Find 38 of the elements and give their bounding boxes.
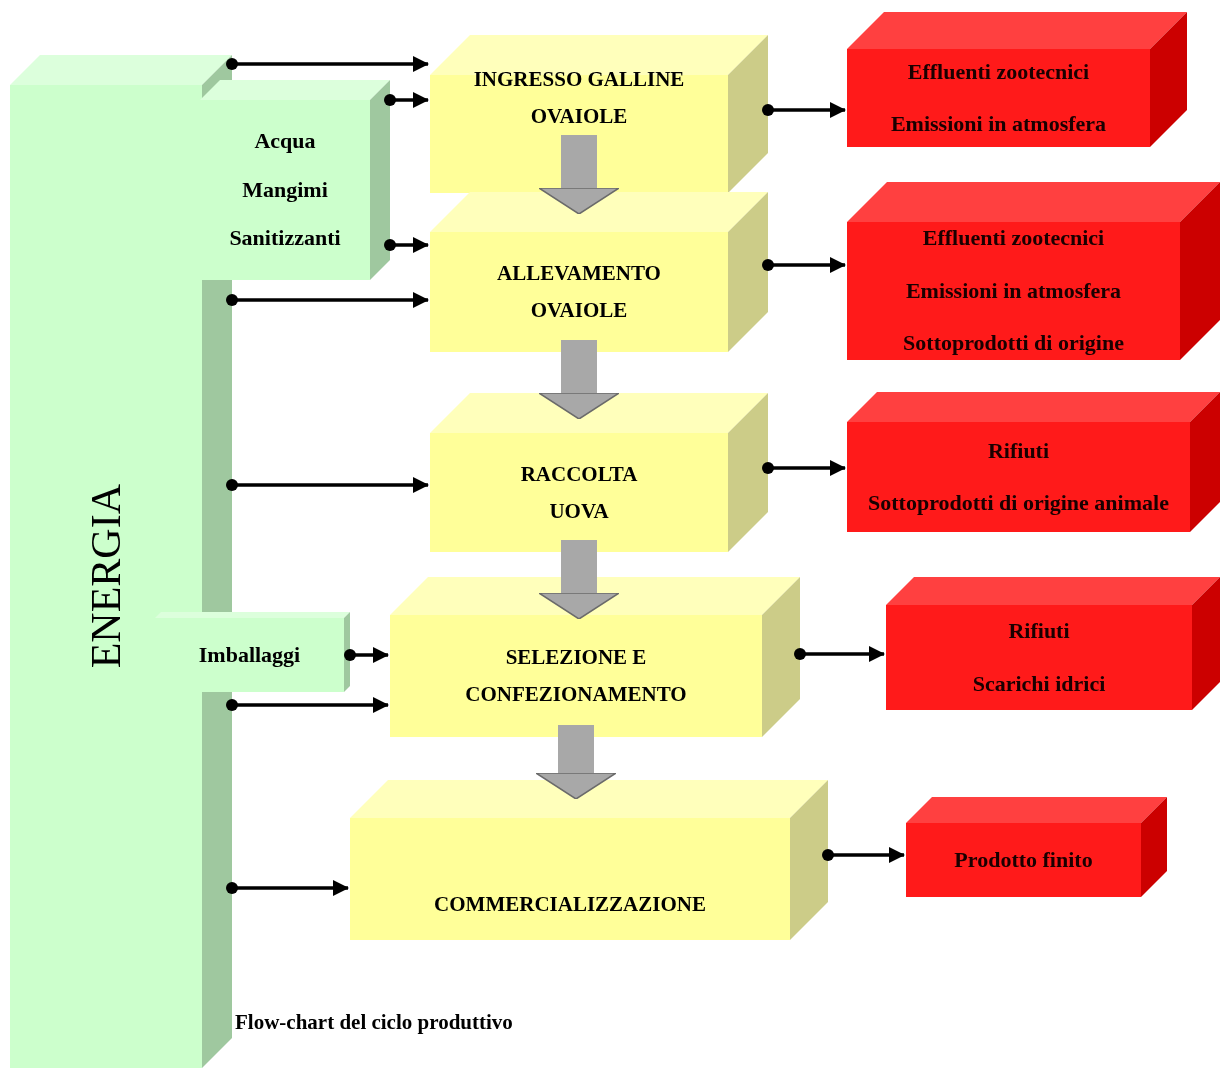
node-text: Sottoprodotti di origine animale <box>868 489 1169 517</box>
node-text: Rifiuti <box>987 436 1050 465</box>
arrow <box>384 237 429 253</box>
arrow <box>226 880 349 896</box>
node-text: Prodotto finito <box>954 845 1093 874</box>
node-text: Acqua <box>254 127 316 156</box>
arrow <box>794 646 885 662</box>
arrow <box>762 257 846 273</box>
block-arrow <box>538 540 620 620</box>
arrow <box>344 647 389 663</box>
node-text: Mangimi <box>242 175 328 204</box>
arrow <box>384 92 429 108</box>
node-text: RACCOLTA UOVA <box>519 460 639 525</box>
arrow <box>226 56 429 72</box>
arrow <box>226 292 429 308</box>
node-text: COMMERCIALIZZAZIONE <box>434 890 706 918</box>
node-text: Effluenti zootecnici <box>922 224 1105 253</box>
block-arrow <box>535 725 617 800</box>
block-arrow <box>538 135 620 215</box>
node-text: Sanitizzanti <box>229 224 341 253</box>
node-text: Emissioni in atmosfera <box>890 110 1107 138</box>
arrow <box>226 697 389 713</box>
node-text: ALLEVAMENTO OVAIOLE <box>496 260 662 324</box>
node-text: Emissioni in atmosfera <box>905 276 1122 305</box>
node-text: Sottoprodotti di origine <box>903 329 1124 358</box>
node-text: Imballaggi <box>198 640 301 669</box>
block-arrow <box>538 340 620 420</box>
arrow <box>822 847 905 863</box>
node-text: INGRESSO GALLINE OVAIOLE <box>472 65 686 130</box>
caption: Flow-chart del ciclo produttivo <box>235 1010 513 1035</box>
node-text: Rifiuti <box>1008 617 1070 645</box>
arrow <box>762 102 846 118</box>
node-text: SELEZIONE E CONFEZIONAMENTO <box>464 644 688 708</box>
arrow <box>762 460 846 476</box>
node-text: Effluenti zootecnici <box>907 57 1090 86</box>
node-text: ENERGIA <box>82 484 130 669</box>
node-text: Scarichi idrici <box>972 669 1106 698</box>
arrow <box>226 477 429 493</box>
